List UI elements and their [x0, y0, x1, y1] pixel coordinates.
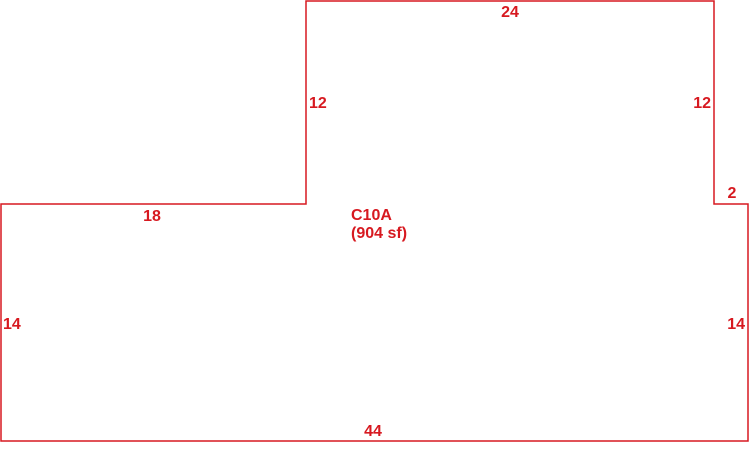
dimension-top: 24: [501, 4, 519, 21]
dimension-right-step: 2: [728, 185, 737, 202]
dimension-bottom: 44: [364, 423, 382, 440]
dimension-upper-right-wall: 12: [693, 95, 711, 112]
dimension-left-wall: 14: [3, 316, 21, 333]
room-area: (904 sf): [351, 225, 407, 242]
room-name: C10A: [351, 207, 392, 224]
room-outline: [0, 0, 749, 442]
dimension-right-wall: 14: [727, 316, 745, 333]
dimension-left-step: 18: [143, 208, 161, 225]
dimension-upper-left-wall: 12: [309, 95, 327, 112]
